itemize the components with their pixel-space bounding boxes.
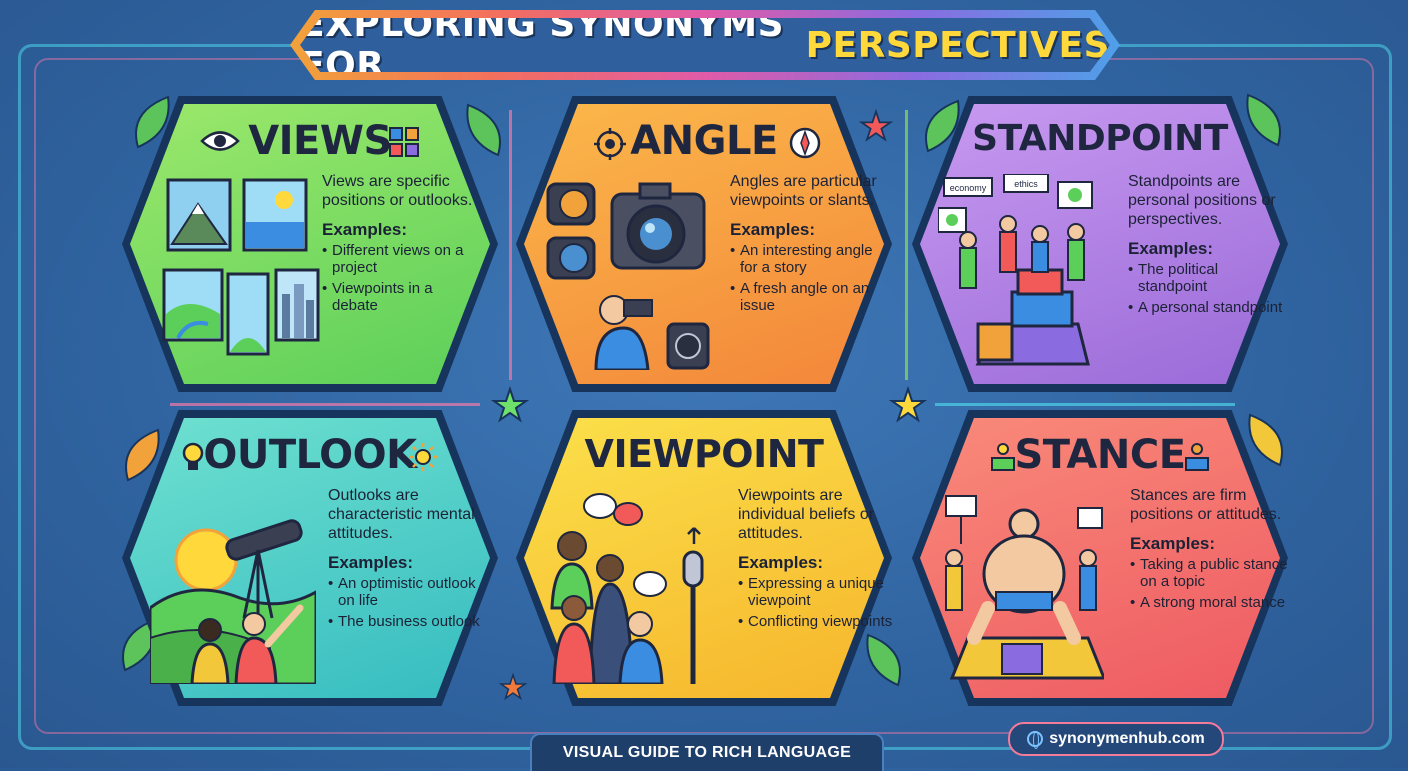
examples-title: Examples: <box>328 553 414 572</box>
example-item: Expressing a unique viewpoint <box>738 575 898 609</box>
divider-line <box>509 110 512 380</box>
card-viewpoint: VIEWPOINT Viewpoints are individual beli… <box>516 410 892 706</box>
card-definition: Views are specific positions or outlooks… <box>322 173 473 209</box>
example-item: An optimistic outlook on life <box>328 575 488 609</box>
card-heading: STANDPOINT <box>972 118 1228 159</box>
examples-list: The political standpoint A personal stan… <box>1128 261 1288 316</box>
card-heading: STANCE <box>1014 432 1186 478</box>
card-views: VIEWS Views are specific positions or ou… <box>122 96 498 392</box>
title-text: EXPLORING SYNONYMS FOR <box>300 4 784 86</box>
divider-line <box>905 110 908 380</box>
examples-list: An optimistic outlook on life The busine… <box>328 575 488 630</box>
leaf-icon <box>925 99 960 153</box>
bulb-icon <box>182 442 204 470</box>
card-definition: Standpoints are personal positions or pe… <box>1128 173 1276 228</box>
title-highlight: PERSPECTIVES <box>805 24 1110 66</box>
sun-icon <box>409 443 437 471</box>
website-link[interactable]: synonymenhub.com <box>1008 722 1224 756</box>
telescope-landscape-illustration <box>150 519 316 684</box>
sparkle-star-icon <box>490 385 530 423</box>
blocks-icon <box>389 127 419 157</box>
people-microphone-illustration <box>550 493 704 684</box>
example-item: An interesting angle for a story <box>730 242 890 276</box>
examples-list: Different views on a project Viewpoints … <box>322 242 482 314</box>
card-heading: VIEWS <box>248 118 392 164</box>
eye-icon <box>200 131 240 151</box>
divider-line <box>170 403 480 406</box>
card-text: Viewpoints are individual beliefs or att… <box>738 486 898 634</box>
compass-icon <box>789 127 821 159</box>
card-heading: OUTLOOK <box>203 432 417 478</box>
card-text: Standpoints are personal positions or pe… <box>1128 172 1288 320</box>
page-title: EXPLORING SYNONYMS FOR PERSPECTIVES <box>300 18 1110 72</box>
card-text: Angles are particular viewpoints or slan… <box>730 172 890 318</box>
sumo-stance-illustration <box>945 495 1104 680</box>
target-icon <box>594 128 626 160</box>
leaf-icon <box>1246 93 1281 147</box>
example-item: The political standpoint <box>1128 261 1288 295</box>
card-stance: STANCE Stances are firm positions or att… <box>912 410 1288 706</box>
leaf-icon <box>1248 413 1283 467</box>
examples-title: Examples: <box>322 220 408 239</box>
website-url: synonymenhub.com <box>1049 730 1205 747</box>
podium-icon <box>991 443 1015 471</box>
card-text: Views are specific positions or outlooks… <box>322 172 482 318</box>
leaf-icon <box>125 428 160 482</box>
card-outlook: OUTLOOK Outlooks are characteristic ment… <box>122 410 498 706</box>
examples-title: Examples: <box>730 220 816 239</box>
card-text: Outlooks are characteristic mental attit… <box>328 486 488 634</box>
card-text: Stances are firm positions or attitudes.… <box>1130 486 1290 615</box>
sparkle-star-icon <box>888 385 928 423</box>
card-heading: ANGLE <box>630 118 778 164</box>
podium-icon <box>1185 443 1209 471</box>
card-definition: Angles are particular viewpoints or slan… <box>730 173 877 209</box>
footer-label: VISUAL GUIDE TO RICH LANGUAGE <box>530 733 884 771</box>
card-angle: ANGLE Angles are particular viewpoints o… <box>516 96 892 392</box>
globe-icon <box>1027 731 1044 749</box>
card-standpoint: STANDPOINT economy ethics Standpoints ar… <box>912 96 1288 392</box>
sign-text: ethics <box>1014 179 1038 189</box>
card-definition: Outlooks are characteristic mental attit… <box>328 487 475 542</box>
example-item: Taking a public stance on a topic <box>1130 556 1290 590</box>
example-item: A personal standpoint <box>1128 299 1288 316</box>
example-item: The business outlook <box>328 613 488 630</box>
camera-illustration <box>546 182 710 370</box>
leaf-icon <box>866 633 901 687</box>
divider-line <box>935 403 1235 406</box>
card-definition: Stances are firm positions or attitudes. <box>1130 487 1282 523</box>
examples-title: Examples: <box>1130 534 1216 553</box>
examples-title: Examples: <box>738 553 824 572</box>
leaf-icon <box>466 103 501 157</box>
example-item: Viewpoints in a debate <box>322 280 482 314</box>
card-heading: VIEWPOINT <box>584 432 824 476</box>
examples-title: Examples: <box>1128 239 1214 258</box>
examples-list: Expressing a unique viewpoint Conflictin… <box>738 575 898 630</box>
example-item: Conflicting viewpoints <box>738 613 898 630</box>
sign-text: economy <box>950 183 987 193</box>
leaf-icon <box>135 95 170 149</box>
example-item: Different views on a project <box>322 242 482 276</box>
examples-list: Taking a public stance on a topic A stro… <box>1130 556 1290 611</box>
examples-list: An interesting angle for a story A fresh… <box>730 242 890 314</box>
star-icon <box>858 108 894 142</box>
podium-crowd-illustration: economy ethics <box>938 174 1093 366</box>
windows-illustration <box>162 178 320 356</box>
example-item: A fresh angle on an issue <box>730 280 890 314</box>
star-icon <box>498 672 528 701</box>
card-definition: Viewpoints are individual beliefs or att… <box>738 487 875 542</box>
example-item: A strong moral stance <box>1130 594 1290 611</box>
